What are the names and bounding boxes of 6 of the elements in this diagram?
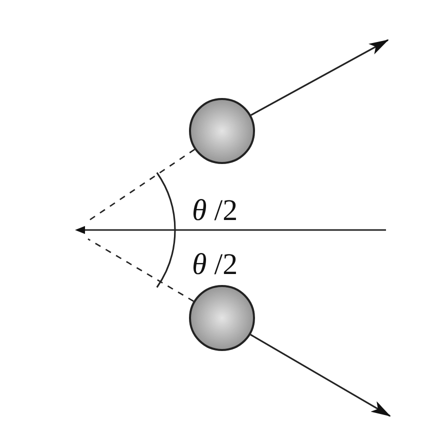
arrow [250,39,389,116]
arrow [250,334,391,417]
angle-label: θ /2 [192,196,238,226]
dashed-line [88,148,195,222]
dashed-line [88,238,194,302]
angle-label: θ /2 [192,250,238,280]
